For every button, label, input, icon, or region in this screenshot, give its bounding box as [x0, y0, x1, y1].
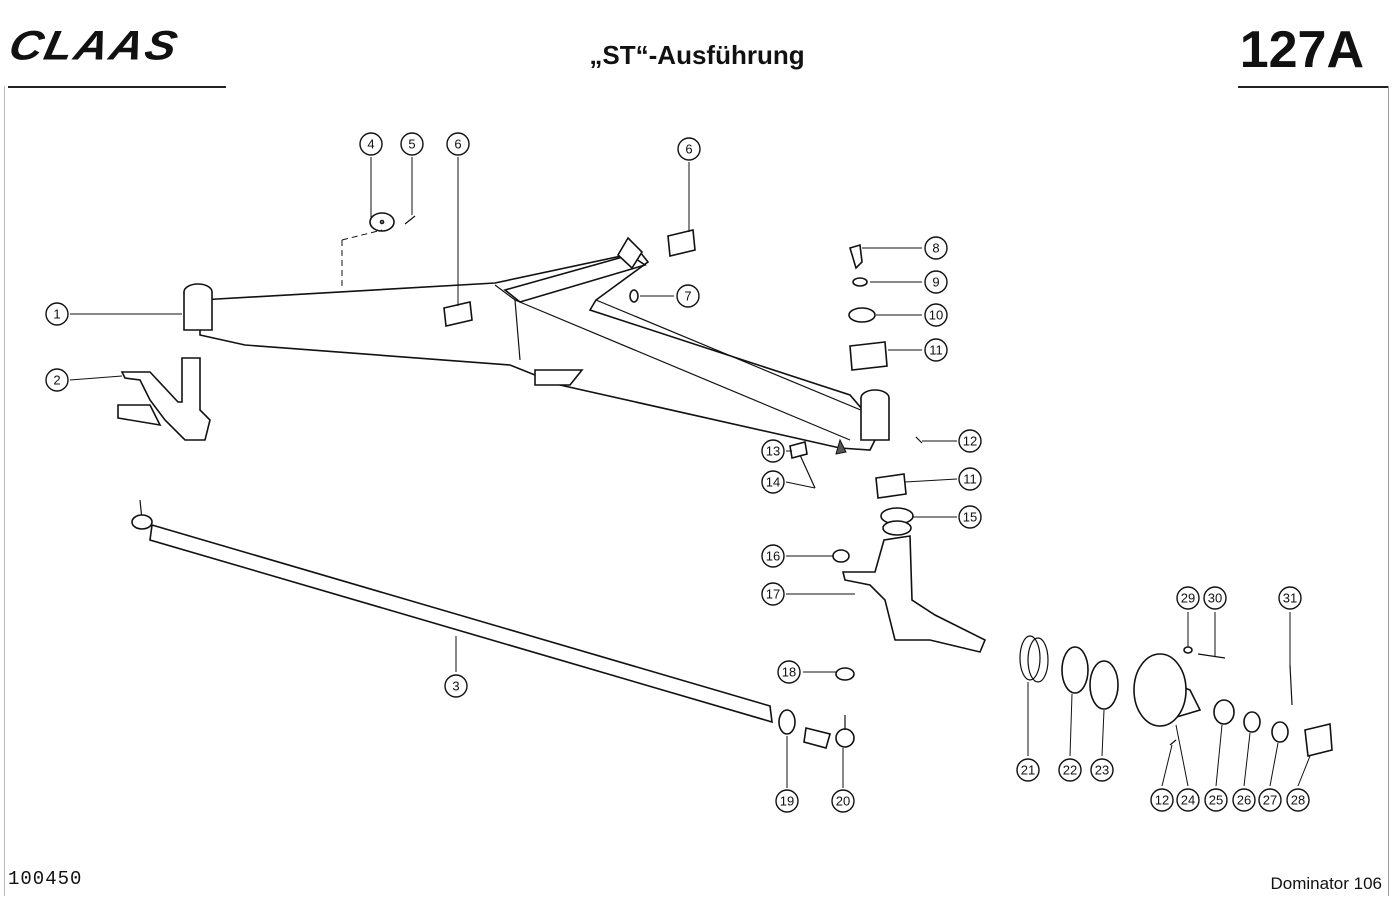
svg-text:11: 11 [963, 472, 977, 487]
callout-30: 30 [1203, 586, 1227, 610]
callout-5: 5 [400, 132, 424, 156]
svg-text:12: 12 [1155, 793, 1169, 808]
callout-3: 3 [444, 674, 468, 698]
drawing-number: 100450 [8, 868, 83, 890]
bushes-top [341, 212, 696, 327]
left-steering-knuckle [117, 357, 211, 441]
callout-9: 9 [924, 270, 948, 294]
page-title: „ST“-Ausführung [589, 40, 805, 70]
svg-text:31: 31 [1283, 591, 1297, 606]
svg-text:23: 23 [1095, 763, 1109, 778]
svg-text:24: 24 [1181, 793, 1195, 808]
frame-left-line [4, 86, 5, 896]
svg-text:8: 8 [932, 241, 939, 256]
svg-text:6: 6 [454, 137, 461, 152]
svg-text:3: 3 [452, 679, 459, 694]
callout-22: 22 [1058, 758, 1082, 782]
callout-21: 21 [1016, 758, 1040, 782]
svg-text:20: 20 [836, 794, 850, 809]
page-number: 127A [1239, 21, 1364, 79]
callout-2: 2 [45, 368, 69, 392]
callout-12a: 12 [958, 429, 982, 453]
svg-text:30: 30 [1208, 591, 1222, 606]
callout-29: 29 [1176, 586, 1200, 610]
callout-1: 1 [45, 302, 69, 326]
callout-14: 14 [761, 470, 785, 494]
callout-18: 18 [777, 660, 801, 684]
callout-11b: 11 [958, 467, 982, 491]
svg-text:15: 15 [963, 510, 977, 525]
header-rule-left [8, 86, 226, 88]
svg-text:6: 6 [685, 142, 692, 157]
svg-text:21: 21 [1021, 763, 1035, 778]
hub-assembly [1019, 635, 1333, 757]
callout-25: 25 [1204, 788, 1228, 812]
svg-text:2: 2 [53, 373, 60, 388]
svg-text:1: 1 [53, 307, 60, 322]
callout-11a: 11 [924, 338, 948, 362]
right-steering-knuckle [832, 535, 987, 681]
callout-19: 19 [775, 789, 799, 813]
callout-31: 31 [1278, 586, 1302, 610]
svg-text:12: 12 [963, 434, 977, 449]
svg-text:27: 27 [1263, 793, 1277, 808]
svg-text:26: 26 [1237, 793, 1251, 808]
callout-15: 15 [958, 505, 982, 529]
callout-24: 24 [1176, 788, 1200, 812]
callout-6b: 6 [677, 137, 701, 161]
svg-text:5: 5 [408, 137, 415, 152]
callout-6a: 6 [446, 132, 470, 156]
header-rule-right [1238, 86, 1388, 88]
svg-text:18: 18 [782, 665, 796, 680]
svg-text:11: 11 [929, 343, 943, 358]
callout-4: 4 [359, 132, 383, 156]
callout-17: 17 [761, 582, 785, 606]
tie-rod [131, 499, 855, 749]
svg-text:13: 13 [766, 444, 780, 459]
svg-text:17: 17 [766, 587, 780, 602]
callout-8: 8 [924, 236, 948, 260]
callout-7: 7 [676, 284, 700, 308]
axle-beam [183, 236, 890, 455]
svg-text:28: 28 [1291, 793, 1305, 808]
svg-text:4: 4 [367, 137, 374, 152]
frame-right-line [1388, 86, 1389, 896]
callout-16: 16 [761, 544, 785, 568]
svg-text:19: 19 [780, 794, 794, 809]
callout-26: 26 [1232, 788, 1256, 812]
svg-text:14: 14 [766, 475, 780, 490]
callout-27: 27 [1258, 788, 1282, 812]
leader-lines [69, 157, 1311, 788]
svg-text:16: 16 [766, 549, 780, 564]
callout-23: 23 [1090, 758, 1114, 782]
svg-text:10: 10 [929, 308, 943, 323]
svg-text:7: 7 [684, 289, 691, 304]
right-kingpin-parts [789, 243, 923, 536]
svg-text:9: 9 [932, 275, 939, 290]
callout-20: 20 [831, 789, 855, 813]
svg-text:25: 25 [1209, 793, 1223, 808]
svg-text:29: 29 [1181, 591, 1195, 606]
model-name: Dominator 106 [1270, 874, 1382, 893]
callout-12b: 12 [1150, 788, 1174, 812]
callout-28: 28 [1286, 788, 1310, 812]
callout-10: 10 [924, 303, 948, 327]
callout-13: 13 [761, 439, 785, 463]
svg-text:22: 22 [1063, 763, 1077, 778]
